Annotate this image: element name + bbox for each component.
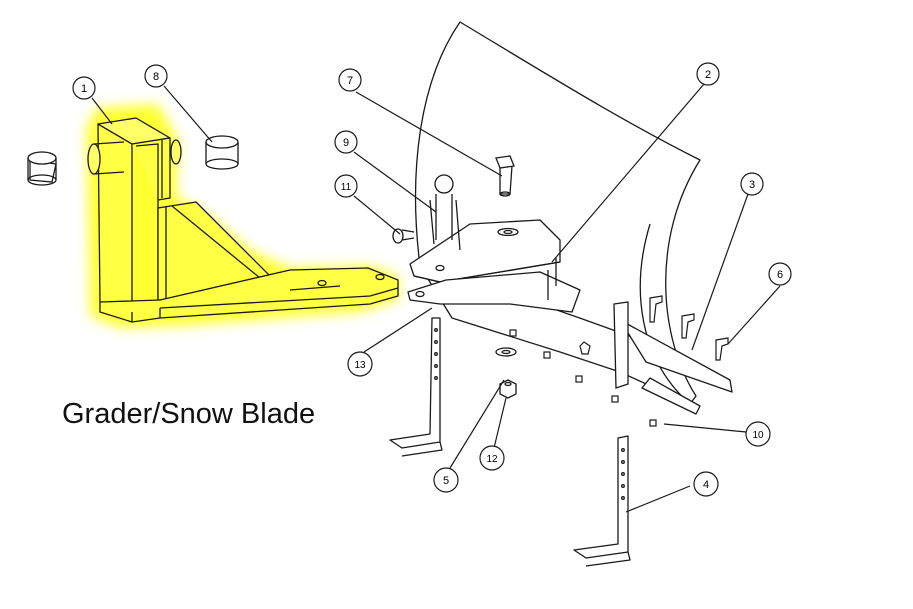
pivot-plate-assembly [407, 219, 581, 313]
callouts: 1 8 7 2 9 3 11 6 [72, 62, 792, 497]
callout-3: 3 [740, 172, 764, 196]
callout-5: 5 [433, 467, 459, 493]
skid-mount-post [613, 301, 629, 389]
svg-text:1: 1 [81, 83, 87, 95]
lynch-pin-part [392, 228, 415, 244]
svg-text:6: 6 [777, 269, 783, 281]
callout-13: 13 [347, 351, 373, 377]
svg-text:8: 8 [153, 71, 159, 83]
callout-7: 7 [338, 68, 362, 92]
svg-text:3: 3 [749, 179, 755, 191]
mount-bracket-part [87, 117, 399, 323]
bolt-part [495, 155, 515, 197]
carriage-bolts [649, 295, 729, 361]
callout-4: 4 [693, 471, 719, 497]
small-nuts [509, 329, 657, 427]
svg-text:9: 9 [343, 137, 349, 149]
svg-text:12: 12 [486, 454, 498, 465]
blade-part [414, 21, 733, 415]
bushing-right [205, 135, 239, 170]
skid-shoe-left [389, 317, 443, 457]
svg-text:4: 4 [703, 479, 709, 491]
nut-part [499, 379, 517, 399]
callout-12: 12 [479, 445, 505, 471]
washer-part [495, 347, 517, 357]
svg-text:11: 11 [341, 182, 352, 193]
hitch-pin-part [429, 174, 461, 251]
diagram-title: Grader/Snow Blade [62, 398, 316, 430]
callout-9: 9 [334, 130, 358, 154]
leader-lines [91, 83, 781, 513]
callout-11: 11 [334, 174, 358, 198]
callout-8: 8 [144, 64, 168, 88]
callout-2: 2 [696, 62, 720, 86]
svg-text:7: 7 [347, 75, 353, 87]
bushing-left [27, 151, 57, 186]
callout-6: 6 [768, 262, 792, 286]
svg-text:5: 5 [443, 475, 449, 487]
svg-text:10: 10 [752, 430, 764, 441]
svg-text:13: 13 [354, 360, 366, 371]
skid-shoe-right [573, 435, 631, 567]
callout-10: 10 [745, 421, 771, 447]
callout-1: 1 [72, 76, 96, 100]
svg-text:2: 2 [705, 69, 711, 81]
